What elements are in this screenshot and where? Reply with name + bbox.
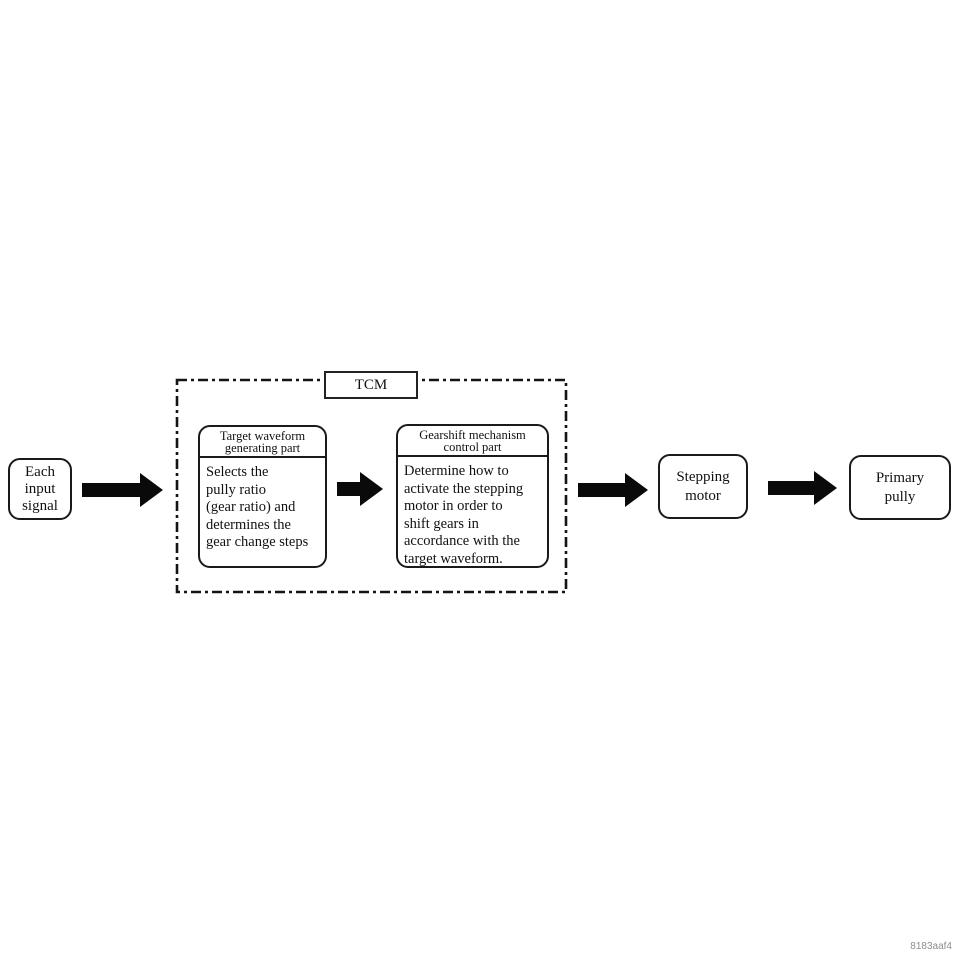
node-primary-pully: Primary pully: [849, 455, 951, 520]
arrow-head-icon: [140, 473, 163, 507]
target-waveform-part-title: Target waveform generating part: [200, 427, 325, 458]
arrow-head-icon: [625, 473, 648, 507]
figure-code: 8183aaf4: [910, 941, 952, 952]
arrow-shaft: [768, 481, 816, 495]
node-stepping-motor: Stepping motor: [658, 454, 748, 519]
arrow-head-icon: [814, 471, 837, 505]
arrow-shaft: [578, 483, 627, 497]
target-waveform-part-body: Selects the pully ratio (gear ratio) and…: [206, 464, 309, 550]
arrow-target-to-gearshift: [337, 472, 383, 506]
arrow-stepping-to-primary-pully: [768, 471, 837, 505]
arrow-tcm-to-stepping-motor: [578, 473, 648, 507]
node-each-input-signal: Each input signal: [8, 458, 72, 520]
arrow-input-to-tcm: [82, 473, 163, 507]
tcm-label: TCM: [324, 371, 418, 399]
node-gearshift-control-part: Gearshift mechanism control part Determi…: [396, 424, 549, 568]
node-target-waveform-part: Target waveform generating part Selects …: [198, 425, 327, 568]
gearshift-control-part-body: Determine how to activate the stepping m…: [404, 463, 524, 567]
gearshift-control-part-title: Gearshift mechanism control part: [398, 426, 547, 457]
arrow-shaft: [82, 483, 142, 497]
arrow-shaft: [337, 482, 362, 496]
arrow-head-icon: [360, 472, 383, 506]
